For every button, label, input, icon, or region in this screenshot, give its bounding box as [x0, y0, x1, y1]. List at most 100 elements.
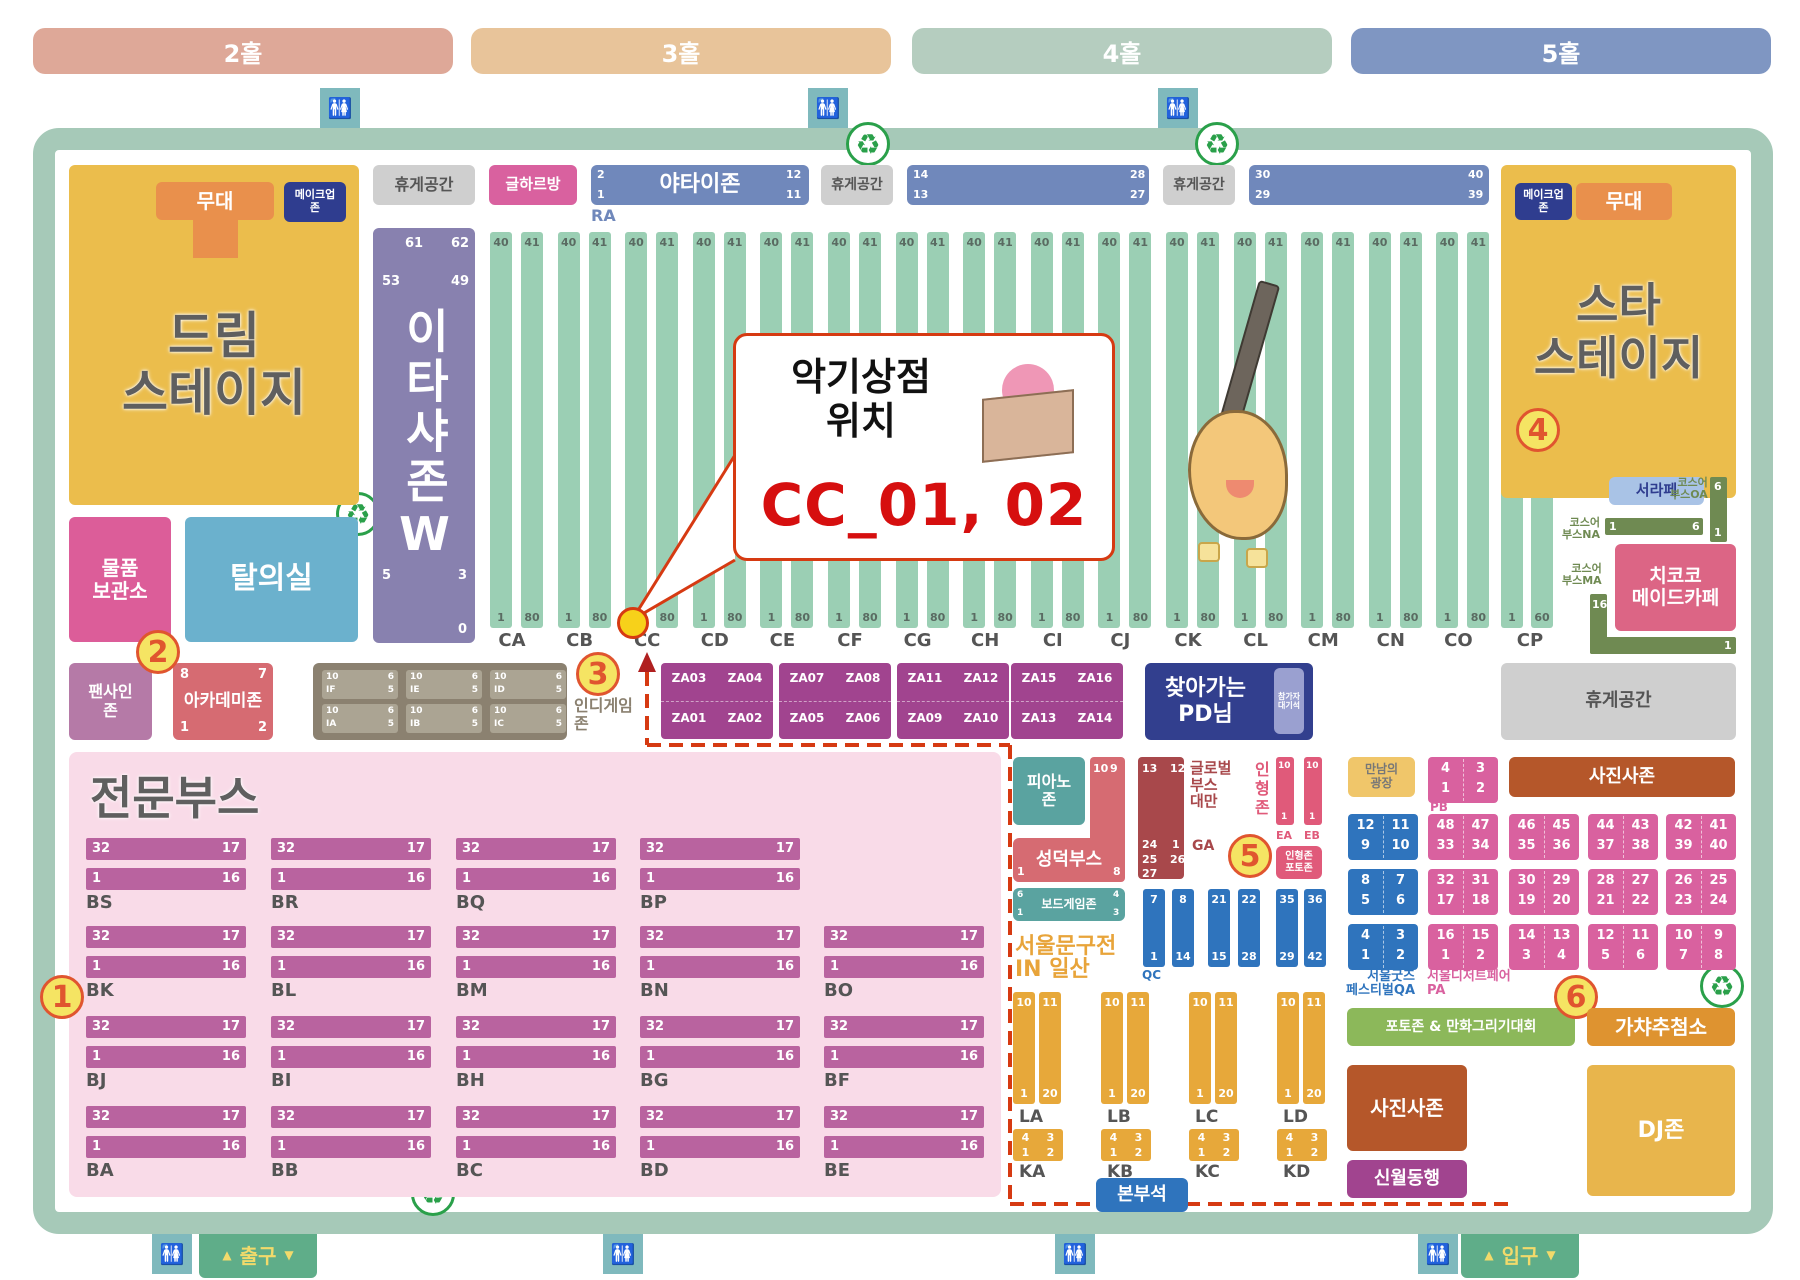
za-booth-code[interactable]: ZA14 [1077, 711, 1113, 725]
za-booth-code[interactable]: ZA03 [671, 671, 707, 685]
headquarters-desk[interactable]: 본부석 [1096, 1178, 1188, 1212]
za-booth-code[interactable]: ZA06 [845, 711, 881, 725]
za-booth-code[interactable]: ZA02 [727, 711, 763, 725]
za-booth-code[interactable]: ZA08 [845, 671, 881, 685]
exit-gate[interactable]: ▲ 출구 ▼ [199, 1234, 317, 1278]
za-booth-code[interactable]: ZA11 [907, 671, 943, 685]
za-booth-code[interactable]: ZA09 [907, 711, 943, 725]
za-booth-code[interactable]: ZA07 [789, 671, 825, 685]
za-booth-code[interactable]: ZA15 [1021, 671, 1057, 685]
za-booth-code[interactable]: ZA10 [963, 711, 999, 725]
entrance-gate[interactable]: ▲ 입구 ▼ [1461, 1234, 1579, 1278]
za-booth-code[interactable]: ZA01 [671, 711, 707, 725]
za-booth-code[interactable]: ZA05 [789, 711, 825, 725]
za-booth-code[interactable]: ZA16 [1077, 671, 1113, 685]
